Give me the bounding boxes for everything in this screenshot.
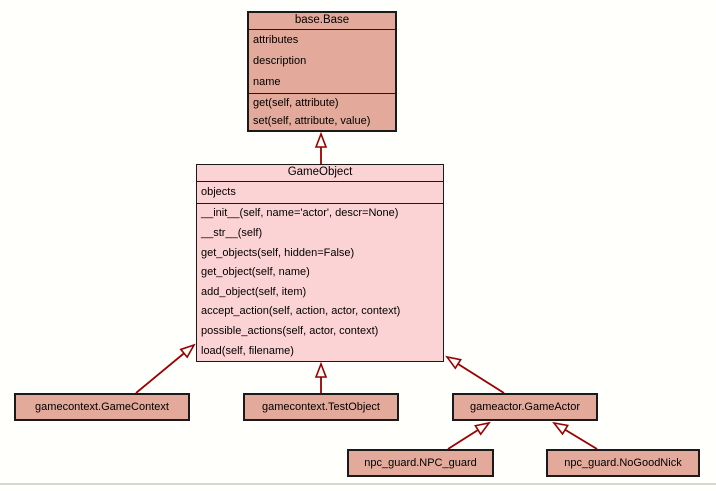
attribute-row: objects [201,186,236,198]
method-row: __str__(self) [201,226,263,239]
methods-section: get(self, attribute) set(self, attribute… [249,93,395,130]
class-title: gamecontext.GameContext [35,401,169,413]
methods-section: __init__(self, name='actor', descr=None)… [197,203,443,361]
class-title: npc_guard.NoGoodNick [564,457,682,469]
method-row: set(self, attribute, value) [253,114,371,127]
inheritance-arrow-gamecontext-to-gameobject [135,345,194,394]
attributes-section: attributes description name [249,29,395,93]
method-row: get_object(self, name) [201,266,310,279]
class-title: GameObject [287,166,353,179]
class-title: npc_guard.NPC_guard [364,457,477,469]
attribute-row: name [253,76,281,88]
class-node-npcguard-nogoodnick: npc_guard.NoGoodNick [546,449,700,477]
class-node-gameobject: GameObject objects __init__(self, name='… [196,164,444,362]
class-node-base-base: base.Base attributes description name ge… [247,11,397,132]
method-row: get(self, attribute) [253,96,339,109]
inheritance-arrow-npcguard-to-gameactor [447,423,489,450]
class-node-gamecontext-testobject: gamecontext.TestObject [243,393,399,421]
method-row: __init__(self, name='actor', descr=None) [201,207,399,220]
class-node-gameactor-gameactor: gameactor.GameActor [452,393,598,421]
class-title: base.Base [294,14,350,27]
method-row: accept_action(self, action, actor, conte… [201,305,401,318]
method-row: add_object(self, item) [201,285,307,298]
method-row: possible_actions(self, actor, context) [201,325,379,338]
attributes-section: objects [197,181,443,203]
class-node-npcguard-npcguard: npc_guard.NPC_guard [347,449,494,477]
method-row: get_objects(self, hidden=False) [201,246,355,259]
attribute-row: description [253,55,307,67]
method-row: load(self, filename) [201,344,294,357]
attribute-row: attributes [253,34,299,46]
window-bottom-divider [0,483,716,485]
inheritance-arrow-nogoodnick-to-gameactor [554,423,598,450]
class-title: gamecontext.TestObject [261,401,380,413]
class-node-gamecontext-gamecontext: gamecontext.GameContext [14,393,190,421]
inheritance-arrow-gameactor-to-gameobject [447,357,505,394]
class-title: gameactor.GameActor [469,401,581,413]
